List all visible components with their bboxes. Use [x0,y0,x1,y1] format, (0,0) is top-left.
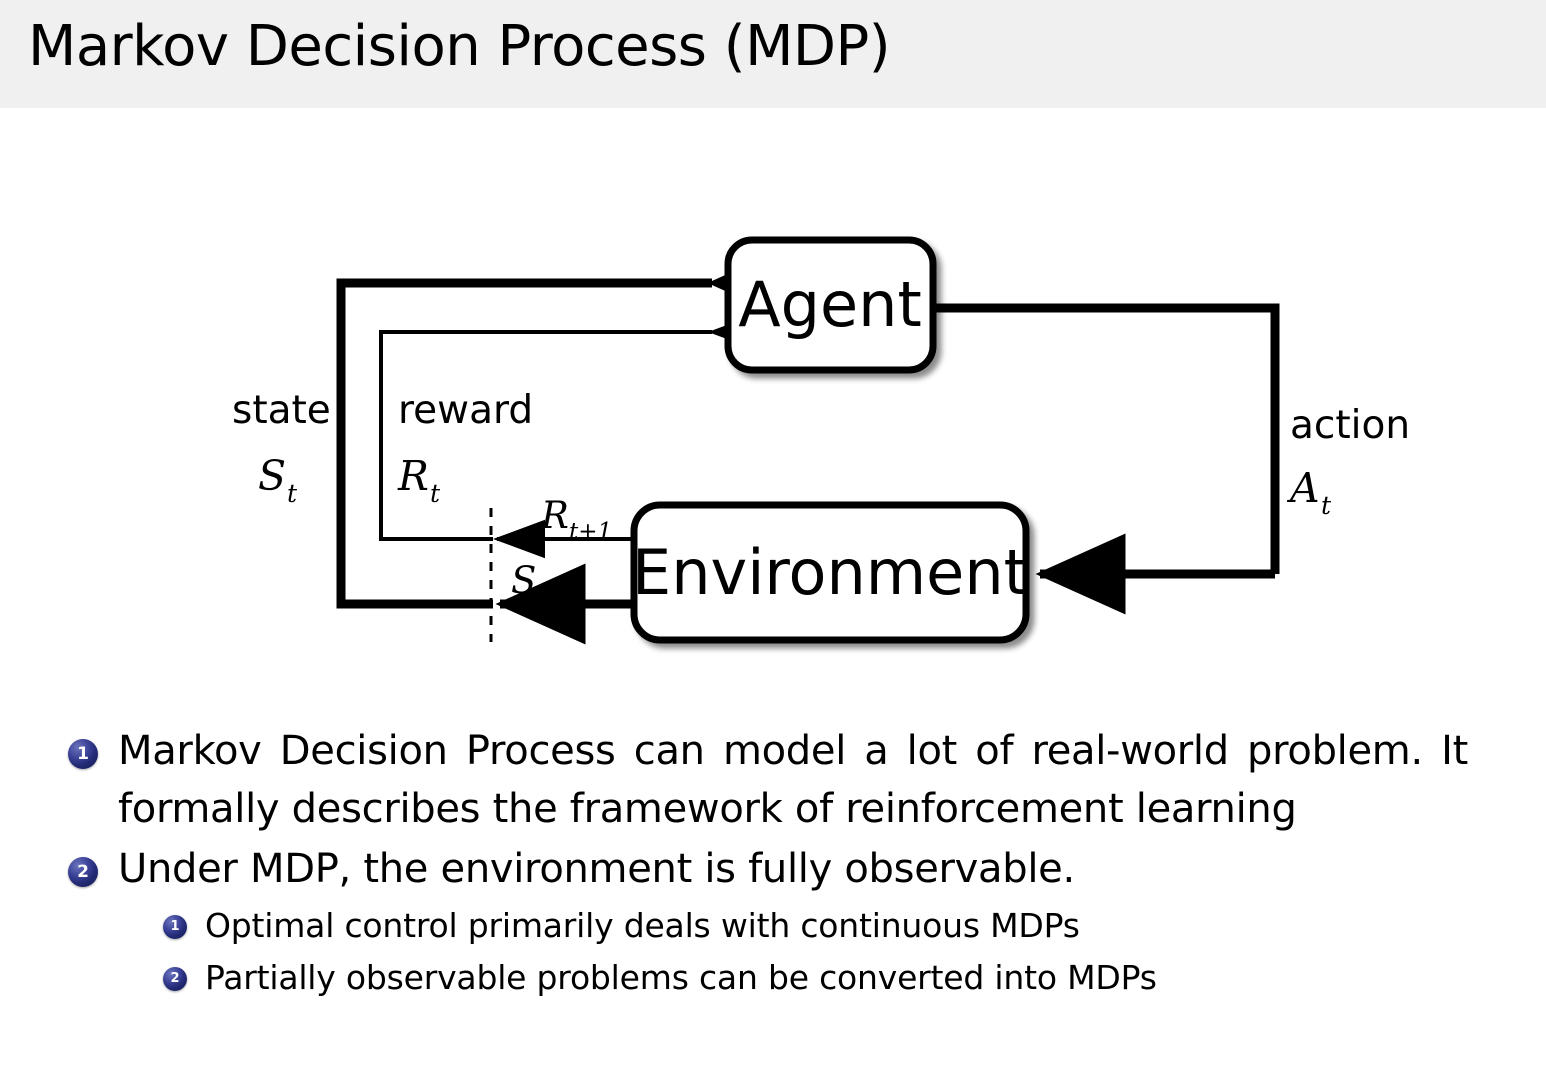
page-title: Markov Decision Process (MDP) [28,14,891,79]
action-path [935,303,1280,615]
sub-bullet-marker-1: 1 [163,915,187,939]
action-subscript-label: t [1321,491,1332,520]
agent-label: Agent [738,268,922,341]
next-state-subscript-label: t+1 [537,584,580,610]
bullet-text-2: Under MDP, the environment is fully obse… [118,846,1075,892]
next-reward-subscript-label: t+1 [569,519,612,545]
state-label-group: state S t [232,388,331,508]
reward-feedback-path [379,312,760,541]
list-item: 1 Markov Decision Process can model a lo… [0,722,1546,838]
bullet-marker-1: 1 [68,739,98,769]
mdp-loop-diagram: Agent Environment state S t reward R t a… [0,130,1546,690]
state-subscript-label: t [287,479,298,508]
action-symbol-label: A [1286,464,1320,512]
state-symbol-label: S [258,452,286,500]
agent-node: Agent [724,236,937,374]
environment-label: Environment [632,536,1028,609]
sub-bullet-text-1: Optimal control primarily deals with con… [205,906,1080,945]
sub-bullet-marker-2: 2 [163,967,187,991]
action-label-group: action A t [1286,403,1410,520]
reward-subscript-label: t [430,479,441,508]
next-state-symbol-label: S [511,559,536,602]
environment-node: Environment [630,501,1030,644]
reward-word-label: reward [398,388,533,433]
bullet-list: 1 Markov Decision Process can model a lo… [0,722,1546,1004]
slide-header-band: Markov Decision Process (MDP) [0,0,1546,108]
next-state-label-group: S t+1 [511,559,580,610]
reward-symbol-label: R [397,452,429,500]
next-reward-label-group: R t+1 [540,494,612,545]
state-feedback-path [336,242,798,609]
list-item: 1 Optimal control primarily deals with c… [0,900,1546,952]
next-reward-symbol-label: R [540,494,569,537]
list-item: 2 Under MDP, the environment is fully ob… [0,840,1546,898]
bullet-marker-2: 2 [68,857,98,887]
reward-label-group: reward R t [397,388,533,508]
action-word-label: action [1290,403,1410,448]
state-word-label: state [232,388,331,433]
bullet-text-1: Markov Decision Process can model a lot … [118,728,1468,832]
list-item: 2 Partially observable problems can be c… [0,952,1546,1004]
sub-bullet-text-2: Partially observable problems can be con… [205,958,1157,997]
